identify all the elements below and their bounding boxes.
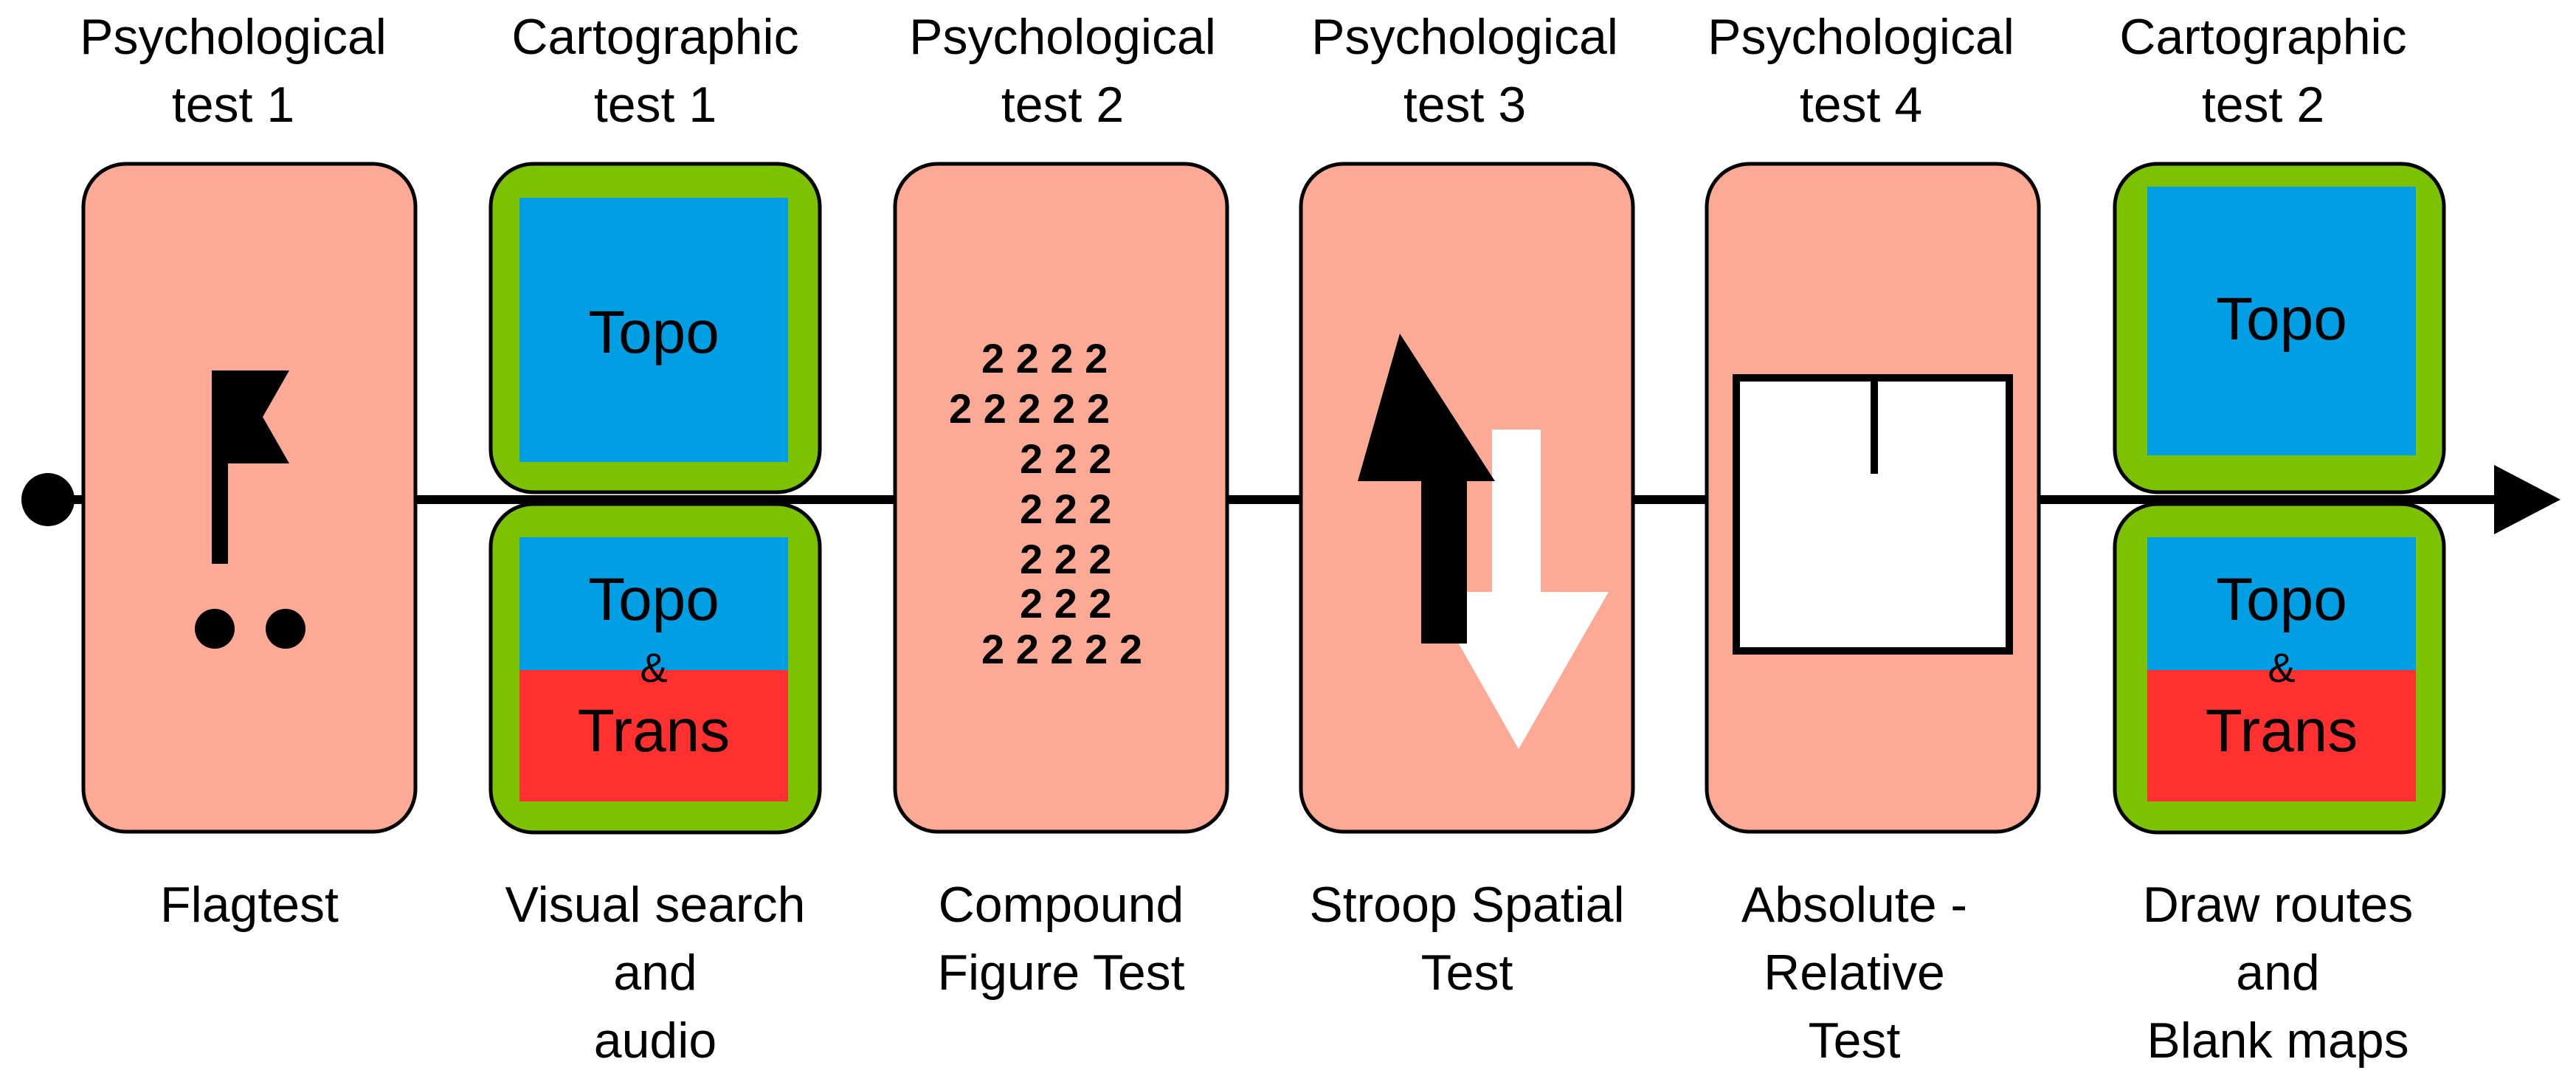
black-up-arrow-icon xyxy=(1358,334,1495,644)
column-caption-4: Stroop Spatial Test xyxy=(1309,877,1625,1001)
carto1-topo-label: Topo xyxy=(588,299,719,366)
carto2-combo-topo-label: Topo xyxy=(2216,566,2347,633)
panel-flagtest-box xyxy=(81,162,418,834)
square-line-icon xyxy=(1733,374,2013,655)
compound-row-5: 2 2 2 xyxy=(1020,536,1112,582)
compound-row-1: 2 2 2 2 xyxy=(981,335,1108,382)
carto1-combo-topo-label: Topo xyxy=(588,566,719,633)
timeline-arrowhead-icon xyxy=(2494,465,2561,534)
column-caption-2: Visual search and audio xyxy=(505,877,806,1069)
panel-compound-figure: 2 2 2 2 2 2 2 2 2 2 2 2 2 2 2 2 2 2 2 2 … xyxy=(893,162,1229,834)
compound-row-6: 2 2 2 xyxy=(1020,580,1112,627)
panel-flagtest xyxy=(81,162,418,834)
white-down-arrow-icon xyxy=(1429,430,1609,749)
carto2-topo-label: Topo xyxy=(2216,286,2347,353)
carto2-combo-trans-label: Trans xyxy=(2206,697,2358,765)
carto1-combo-amp-label: & xyxy=(640,644,667,691)
panel-cartographic-2: Topo Topo & Trans xyxy=(2113,162,2446,835)
column-caption-5: Absolute - Relative Test xyxy=(1741,877,1968,1069)
column-title-4: Psychological test 3 xyxy=(1311,9,1618,133)
panel-absolute-relative xyxy=(1705,162,2041,834)
timeline-start-dot xyxy=(21,473,75,526)
column-caption-1: Flagtest xyxy=(160,877,339,933)
carto2-topo-half xyxy=(2147,537,2416,670)
column-caption-3: Compound Figure Test xyxy=(937,877,1185,1001)
timeline xyxy=(21,465,2561,534)
panel-cartographic-1: Topo Topo & Trans xyxy=(488,162,822,835)
carto1-topo-half xyxy=(519,537,788,670)
carto1-trans-half xyxy=(519,670,788,801)
carto2-combo-amp-label: & xyxy=(2268,644,2295,691)
column-title-1: Psychological test 1 xyxy=(80,9,387,133)
compound-row-4: 2 2 2 xyxy=(1020,486,1112,532)
column-title-3: Psychological test 2 xyxy=(909,9,1216,133)
compound-row-2: 2 2 2 2 2 xyxy=(949,385,1110,432)
stroop-arrows-icon xyxy=(1358,334,1609,749)
carto1-topo-map xyxy=(519,198,788,462)
carto1-combo-trans-label: Trans xyxy=(578,697,731,765)
column-title-6: Cartographic test 2 xyxy=(2119,9,2407,133)
compound-row-3: 2 2 2 xyxy=(1020,435,1112,482)
column-caption-6: Draw routes and Blank maps xyxy=(2142,877,2414,1069)
column-title-2: Cartographic test 1 xyxy=(511,9,799,133)
flag-icon xyxy=(195,370,305,649)
compound-figure-icon: 2 2 2 2 2 2 2 2 2 2 2 2 2 2 2 2 2 2 2 2 … xyxy=(949,335,1142,672)
panel-stroop xyxy=(1299,162,1635,834)
carto2-trans-half xyxy=(2147,670,2416,801)
panel-compound-box xyxy=(893,162,1229,834)
carto2-topo-map xyxy=(2147,187,2416,455)
compound-row-7: 2 2 2 2 2 xyxy=(981,626,1142,672)
column-title-5: Psychological test 4 xyxy=(1707,9,2014,133)
